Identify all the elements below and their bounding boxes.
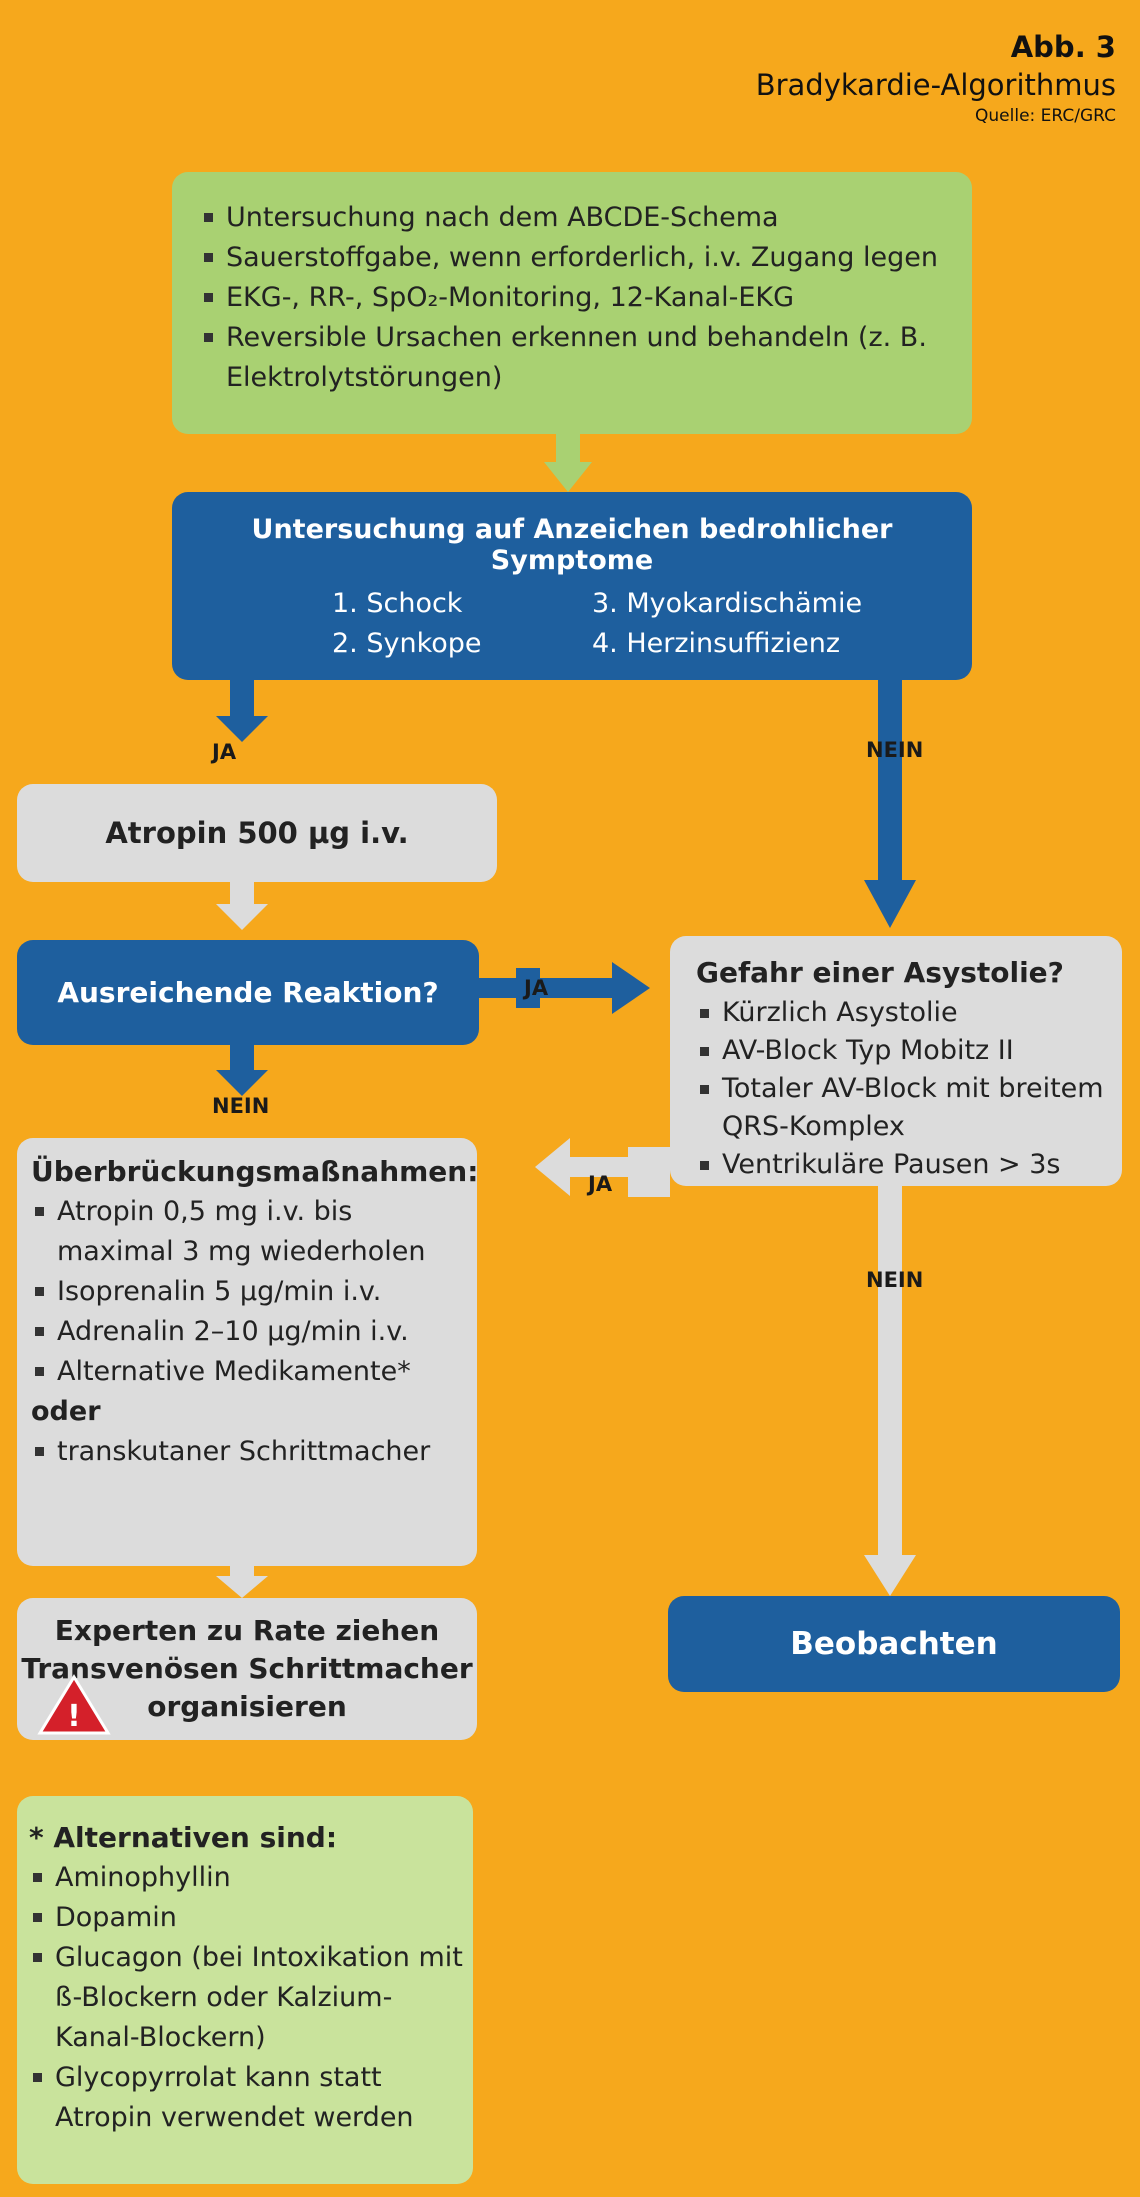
assessment-box: Untersuchung nach dem ABCDE-Schema Sauer… bbox=[172, 172, 972, 434]
symptom-item: 2. Synkope bbox=[332, 628, 482, 659]
arrow-asystole-to-observe bbox=[864, 1186, 916, 1596]
assessment-item: Sauerstoffgabe, wenn erforderlich, i.v. … bbox=[200, 238, 948, 278]
arrow-asystole-to-bridge bbox=[535, 1138, 670, 1197]
asystole-title: Gefahr einer Asystolie? bbox=[696, 956, 1064, 989]
arrow-reaction-to-nein bbox=[216, 1045, 268, 1096]
bridging-item: Atropin 0,5 mg i.v. bis maximal 3 mg wie… bbox=[31, 1192, 477, 1272]
reaction-box: Ausreichende Reaktion? bbox=[17, 940, 479, 1045]
asystole-item: AV-Block Typ Mobitz II bbox=[696, 1032, 1122, 1070]
assessment-item: Reversible Ursachen erkennen und behande… bbox=[200, 318, 948, 398]
observe-text: Beobachten bbox=[790, 1626, 998, 1662]
expert-line: Experten zu Rate ziehen bbox=[54, 1614, 440, 1647]
figure-number: Abb. 3 bbox=[1010, 30, 1116, 64]
alternatives-item: Glucagon (bei Intoxikation mit ß-Blocker… bbox=[29, 1938, 473, 2058]
alternatives-item: Dopamin bbox=[29, 1898, 473, 1938]
asystole-item: Ventrikuläre Pausen > 3s bbox=[696, 1146, 1122, 1184]
expert-line-row: ! organisieren bbox=[17, 1674, 477, 1735]
figure-source: Quelle: ERC/GRC bbox=[975, 106, 1116, 126]
arrow-symptoms-to-ja bbox=[216, 680, 268, 742]
symptom-item: 3. Myokardischämie bbox=[592, 588, 863, 619]
alternatives-item: Glycopyrrolat kann statt Atropin verwend… bbox=[29, 2058, 473, 2138]
atropin-text: Atropin 500 µg i.v. bbox=[105, 816, 409, 850]
bridging-item: transkutaner Schrittmacher bbox=[31, 1432, 477, 1472]
label-nein-symptoms: NEIN bbox=[866, 738, 924, 762]
symptom-item: 4. Herzinsuffizienz bbox=[592, 628, 840, 659]
bridging-item: Alternative Medikamente* bbox=[31, 1352, 477, 1392]
reaction-text: Ausreichende Reaktion? bbox=[57, 976, 439, 1009]
symptoms-title: Untersuchung auf Anzeichen bedrohlicher … bbox=[251, 514, 893, 576]
bridging-item: Isoprenalin 5 µg/min i.v. bbox=[31, 1272, 477, 1312]
symptoms-box: Untersuchung auf Anzeichen bedrohlicher … bbox=[172, 492, 972, 680]
observe-box: Beobachten bbox=[668, 1596, 1120, 1692]
alternatives-item: Aminophyllin bbox=[29, 1858, 473, 1898]
bridging-box: Überbrückungsmaßnahmen: Atropin 0,5 mg i… bbox=[17, 1138, 479, 1566]
arrow-assess-to-symptoms bbox=[544, 434, 592, 492]
bridging-title: Überbrückungsmaßnahmen: bbox=[31, 1155, 479, 1188]
arrow-symptoms-to-nein bbox=[864, 680, 916, 928]
bridging-or-label: oder bbox=[31, 1396, 101, 1427]
alternatives-title: * Alternativen sind: bbox=[29, 1821, 338, 1854]
asystole-box: Gefahr einer Asystolie? Kürzlich Asystol… bbox=[670, 936, 1122, 1186]
label-ja-reaction: JA bbox=[524, 976, 549, 1000]
bridging-item: Adrenalin 2–10 µg/min i.v. bbox=[31, 1312, 477, 1352]
arrow-atropin-to-reaction bbox=[216, 882, 268, 930]
warning-mark: ! bbox=[67, 1699, 81, 1734]
arrow-bridge-to-expert bbox=[216, 1566, 268, 1598]
asystole-item: Totaler AV-Block mit breitem QRS-Komplex bbox=[696, 1070, 1122, 1146]
arrow-reaction-to-asystole bbox=[479, 962, 650, 1014]
figure-title: Bradykardie-Algorithmus bbox=[755, 68, 1116, 102]
symptom-item: 1. Schock bbox=[332, 588, 463, 619]
expert-line: organisieren bbox=[147, 1690, 347, 1723]
label-ja-asystole: JA bbox=[588, 1172, 613, 1196]
atropin-box: Atropin 500 µg i.v. bbox=[17, 784, 497, 882]
alternatives-box: * Alternativen sind: Aminophyllin Dopami… bbox=[17, 1796, 473, 2184]
label-nein-reaction: NEIN bbox=[212, 1094, 270, 1118]
label-ja-symptoms: JA bbox=[212, 740, 237, 764]
assessment-item: Untersuchung nach dem ABCDE-Schema bbox=[200, 198, 948, 238]
expert-box: Experten zu Rate ziehen Transvenösen Sch… bbox=[17, 1598, 477, 1740]
warning-triangle-icon: ! bbox=[37, 1674, 111, 1735]
assessment-item: EKG-, RR-, SpO₂-Monitoring, 12-Kanal-EKG bbox=[200, 278, 948, 318]
expert-line: Transvenösen Schrittmacher bbox=[21, 1652, 473, 1685]
label-nein-asystole: NEIN bbox=[866, 1268, 924, 1292]
asystole-item: Kürzlich Asystolie bbox=[696, 994, 1122, 1032]
